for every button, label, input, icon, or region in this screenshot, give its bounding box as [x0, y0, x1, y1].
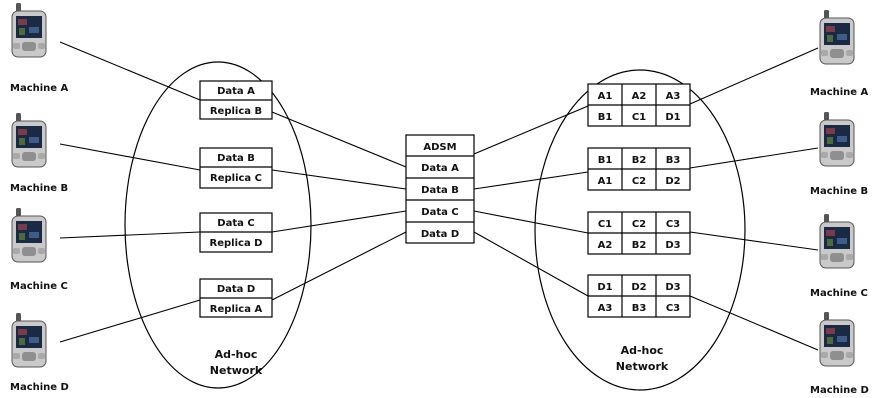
link-right-machine-b — [689, 147, 819, 169]
link-right-machine-a — [689, 47, 819, 105]
node-data-label: Data A — [217, 86, 255, 97]
grid-cell: A3 — [666, 91, 681, 102]
link-node-c-center — [271, 210, 407, 233]
grid-cell: C3 — [666, 219, 680, 230]
grid-cell: B2 — [632, 155, 647, 166]
right-network-label-line1: Ad-hoc — [621, 344, 664, 357]
machine-label: Machine C — [10, 281, 68, 292]
node-data-label: Data C — [217, 218, 254, 229]
node-data-label: Data D — [217, 284, 255, 295]
left-machine-a: Machine A — [10, 3, 69, 94]
adsm-row-data-b: Data B — [421, 185, 459, 196]
grid-cell: C2 — [632, 176, 646, 187]
machine-label: Machine D — [10, 382, 69, 393]
pda-device-icon — [819, 312, 855, 367]
adsm-row-data-c: Data C — [421, 207, 458, 218]
grid-cell: C2 — [632, 219, 646, 230]
left-machine-c: Machine C — [10, 208, 68, 292]
grid-cell: D3 — [665, 282, 680, 293]
node-replica-label: Replica D — [210, 238, 263, 249]
grid-cell: D3 — [665, 240, 680, 251]
node-data-label: Data B — [217, 153, 255, 164]
grid-cell: B1 — [598, 112, 613, 123]
left-node-1: Data A Replica B — [199, 80, 273, 120]
left-network-label-line1: Ad-hoc — [215, 348, 258, 361]
pda-device-icon — [11, 113, 47, 168]
left-network-boundary — [124, 61, 312, 389]
left-network-label-line2: Network — [210, 364, 263, 377]
right-grid-4: D1 D2 D3 A3 B3 C3 — [587, 274, 691, 318]
node-replica-label: Replica A — [210, 304, 263, 315]
grid-cell: D2 — [665, 176, 680, 187]
right-grid-2: B1 B2 B3 A1 C2 D2 — [587, 147, 691, 191]
grid-cell: B2 — [632, 240, 647, 251]
left-machine-b: Machine B — [10, 113, 68, 194]
pda-device-icon — [819, 214, 855, 269]
grid-cell: B1 — [598, 155, 613, 166]
machine-label: Machine A — [10, 83, 69, 94]
right-machine-b: Machine B — [810, 112, 868, 197]
right-grid-3: C1 C2 C3 A2 B2 D3 — [587, 211, 691, 255]
link-right-machine-c — [689, 231, 819, 251]
grid-cell: A1 — [598, 91, 613, 102]
link-center-grid-2 — [473, 171, 589, 190]
grid-cell: C1 — [598, 219, 612, 230]
link-node-a-center — [271, 111, 407, 168]
right-network-boundary — [534, 69, 746, 391]
pda-device-icon — [11, 208, 47, 263]
link-center-grid-4 — [473, 231, 589, 297]
grid-cell: A2 — [632, 91, 647, 102]
pda-device-icon — [819, 10, 855, 65]
right-machine-a: Machine A — [810, 10, 869, 98]
left-node-2: Data B Replica C — [199, 147, 273, 189]
adsm-header: ADSM — [423, 142, 456, 153]
machine-label: Machine D — [810, 385, 869, 396]
machine-label: Machine B — [810, 186, 868, 197]
left-machine-d: Machine D — [10, 313, 69, 393]
machine-label: Machine C — [810, 288, 868, 299]
pda-device-icon — [11, 3, 47, 58]
adsm-row-data-a: Data A — [421, 163, 459, 174]
grid-cell: C1 — [632, 112, 646, 123]
link-left-machine-b — [59, 143, 201, 171]
grid-cell: D1 — [597, 282, 612, 293]
node-replica-label: Replica C — [210, 173, 262, 184]
adsm-table: ADSM Data A Data B Data C Data D — [405, 134, 475, 244]
grid-cell: D1 — [665, 112, 680, 123]
machine-label: Machine A — [810, 87, 869, 98]
right-grid-1: A1 A2 A3 B1 C1 D1 — [587, 83, 691, 127]
grid-cell: D2 — [631, 282, 646, 293]
right-machine-d: Machine D — [810, 312, 869, 396]
right-network-label-line2: Network — [616, 360, 669, 373]
left-node-4: Data D Replica A — [199, 278, 273, 318]
machine-label: Machine B — [10, 183, 68, 194]
link-center-grid-1 — [473, 105, 589, 155]
pda-device-icon — [819, 112, 855, 167]
link-left-machine-d — [59, 299, 201, 343]
link-left-machine-c — [59, 231, 201, 239]
link-right-machine-d — [689, 295, 819, 351]
grid-cell: A1 — [598, 176, 613, 187]
grid-cell: A2 — [598, 240, 613, 251]
link-node-b-center — [271, 169, 407, 190]
grid-cell: B3 — [666, 155, 681, 166]
grid-cell: A3 — [598, 303, 613, 314]
pda-device-icon — [11, 313, 47, 368]
left-node-3: Data C Replica D — [199, 212, 273, 253]
link-left-machine-a — [59, 41, 201, 101]
link-center-grid-3 — [473, 210, 589, 234]
link-node-d-center — [271, 231, 407, 301]
grid-cell: C3 — [666, 303, 680, 314]
node-replica-label: Replica B — [210, 106, 262, 117]
right-machine-c: Machine C — [810, 214, 868, 299]
grid-cell: B3 — [632, 303, 647, 314]
adsm-row-data-d: Data D — [421, 229, 459, 240]
